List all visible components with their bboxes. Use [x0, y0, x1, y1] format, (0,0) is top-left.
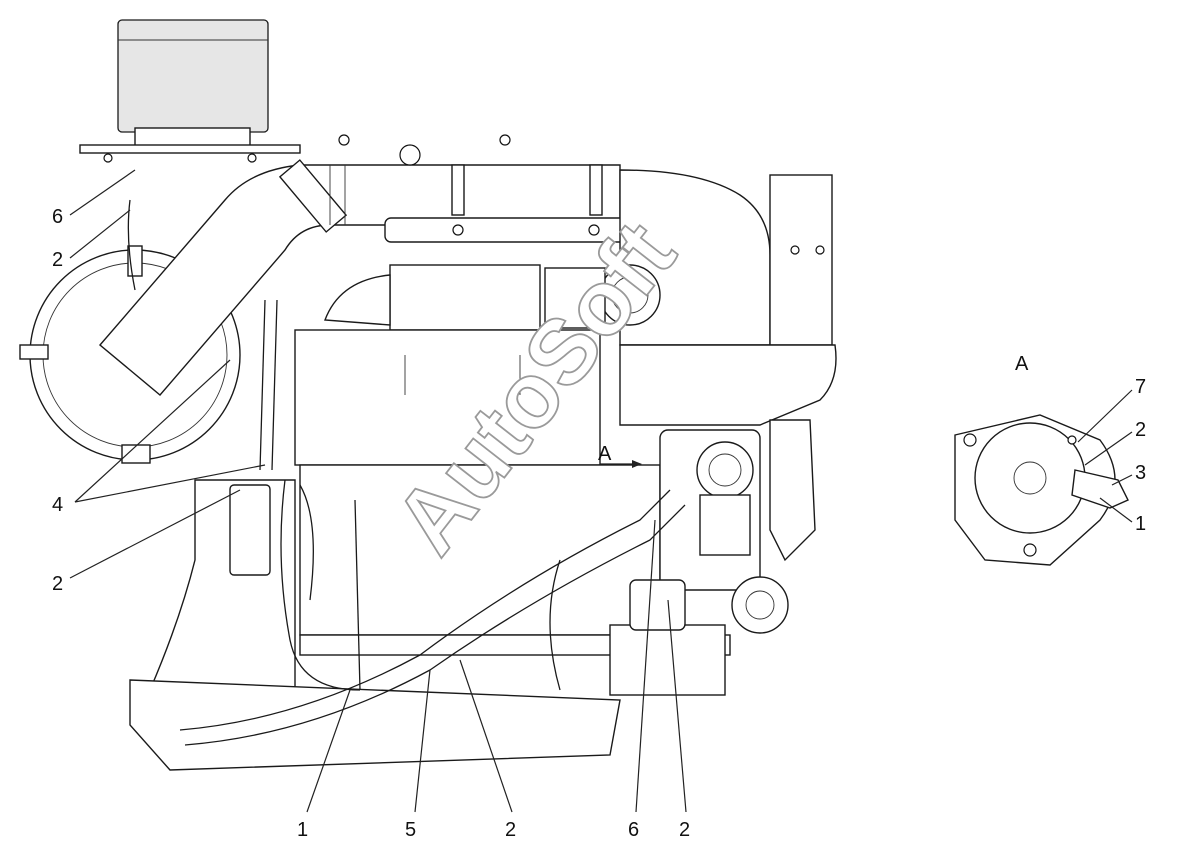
air-filter [79, 19, 301, 163]
callouts-detail: 7 2 3 1 [1135, 376, 1146, 535]
detail-callout-2: 2 [1135, 419, 1146, 441]
detail-callout-1: 1 [1135, 513, 1146, 535]
callout-2-mid: 2 [505, 819, 516, 841]
callouts-main: 6 2 4 2 1 5 2 6 2 [52, 206, 690, 841]
view-arrow-a: A [598, 443, 642, 468]
intake-manifold [384, 164, 671, 243]
detail-view-label: A [1015, 353, 1029, 375]
arrow-label: A [598, 443, 612, 465]
callout-6-top: 6 [52, 206, 63, 228]
callout-6-bottom: 6 [628, 819, 639, 841]
detail-view-a: A [954, 353, 1129, 566]
callout-5: 5 [405, 819, 416, 841]
alternator [609, 419, 816, 696]
callout-4: 4 [52, 494, 63, 516]
left-frame [129, 479, 621, 771]
detail-callout-3: 3 [1135, 462, 1146, 484]
leader-lines [69, 169, 1133, 813]
callout-2-right: 2 [679, 819, 690, 841]
callout-2-upper: 2 [52, 249, 63, 271]
callout-2-left: 2 [52, 573, 63, 595]
detail-callout-7: 7 [1135, 376, 1146, 398]
callout-1-bottom: 1 [297, 819, 308, 841]
turbocharger [324, 264, 661, 331]
